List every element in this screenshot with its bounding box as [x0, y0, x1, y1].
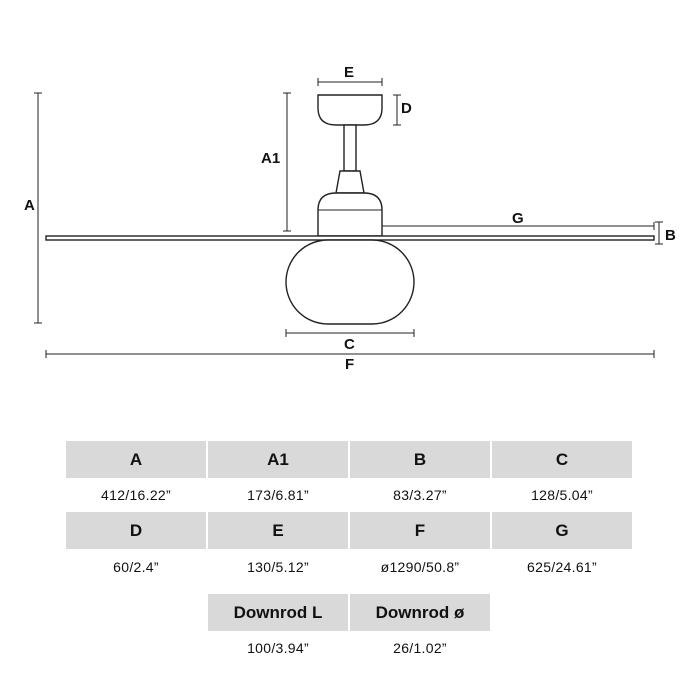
header-cell: Downrod ø: [350, 594, 490, 631]
dimension-c: [285, 329, 415, 337]
label-b: B: [665, 227, 676, 244]
header-cell: A1: [208, 441, 348, 478]
label-f: F: [345, 356, 354, 373]
label-d: D: [401, 100, 412, 117]
light-globe: [285, 239, 415, 325]
value-cell: 100/3.94”: [247, 640, 309, 656]
header-cell: E: [208, 512, 348, 549]
value-cell: 412/16.22”: [101, 487, 171, 503]
value-cell: ø1290/50.8”: [380, 559, 460, 575]
value-cell: 83/3.27”: [393, 487, 447, 503]
dimension-f: [45, 350, 655, 358]
value-cell: 625/24.61”: [527, 559, 597, 575]
header-cell: A: [66, 441, 206, 478]
value-cell: 60/2.4”: [113, 559, 159, 575]
label-a: A: [24, 197, 35, 214]
header-cell: D: [66, 512, 206, 549]
header-cell: B: [350, 441, 490, 478]
dimension-d: [393, 94, 401, 126]
header-cell: F: [350, 512, 490, 549]
fan-coupler: [335, 170, 365, 194]
dimension-a: [34, 92, 42, 324]
fan-canopy: [317, 94, 383, 126]
dimension-b: [655, 221, 663, 245]
dimension-a1: [283, 92, 291, 232]
fan-downrod: [343, 124, 357, 172]
label-e: E: [344, 64, 354, 81]
dimension-e: [317, 78, 383, 86]
value-cell: 26/1.02”: [393, 640, 447, 656]
dimension-g: [381, 222, 655, 230]
value-cell: 173/6.81”: [247, 487, 309, 503]
label-g: G: [512, 210, 524, 227]
fan-dimension-diagram: A A1 E D B G: [24, 64, 676, 373]
header-cell: Downrod L: [208, 594, 348, 631]
header-cell: C: [492, 441, 632, 478]
label-a1: A1: [261, 150, 280, 167]
value-cell: 130/5.12”: [247, 559, 309, 575]
fan-motor-housing: [317, 192, 383, 237]
label-c: C: [344, 336, 355, 353]
header-cell: G: [492, 512, 632, 549]
value-cell: 128/5.04”: [531, 487, 593, 503]
